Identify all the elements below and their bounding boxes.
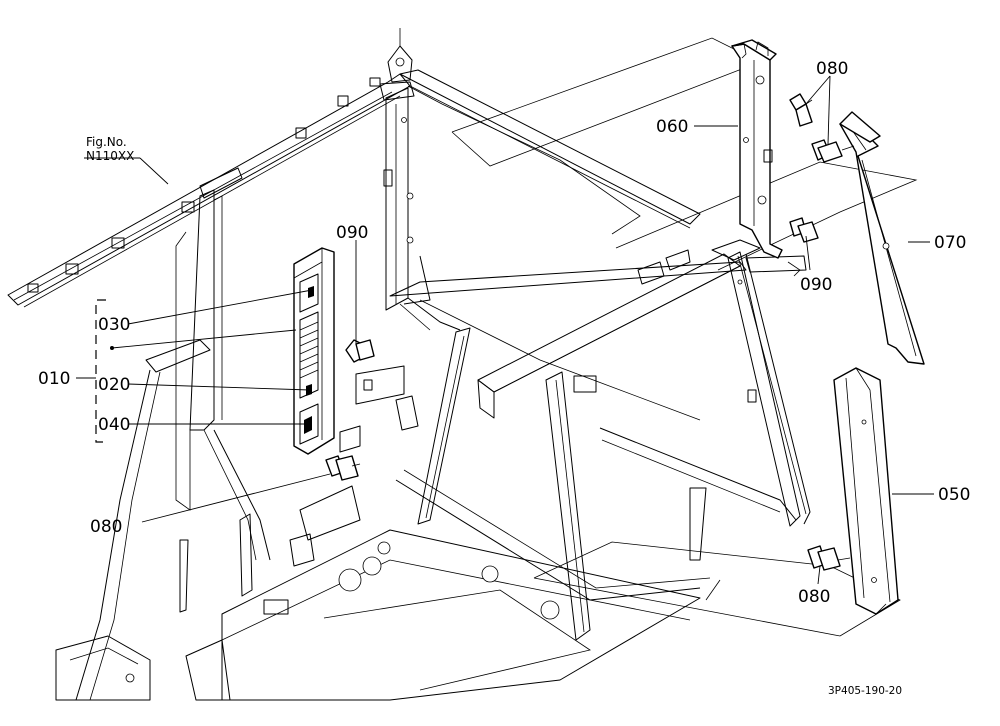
door-frame-and-floor	[185, 327, 797, 701]
figure-ref-line2: N110XX	[86, 149, 134, 163]
group-bracket-010	[95, 299, 106, 443]
part-070-garnish	[839, 111, 925, 365]
callout-080-top: 080	[816, 59, 848, 79]
callout-050: 050	[938, 485, 970, 505]
rear-center-pillar	[379, 81, 461, 331]
bolt-090-center	[345, 339, 375, 363]
callout-090-right: 090	[800, 275, 832, 295]
callout-080-bottom: 080	[798, 587, 830, 607]
part-050-garnish	[833, 367, 899, 615]
bolt-090-right	[789, 217, 819, 243]
callout-040: 040	[98, 415, 130, 435]
callout-090-center: 090	[336, 223, 368, 243]
part-060-garnish	[731, 39, 783, 259]
leader-lines	[84, 75, 934, 585]
figure-ref-line1: Fig.No.	[86, 135, 127, 149]
part-010-pillar-garnish	[293, 247, 335, 455]
drawing-code: 3P405-190-20	[828, 685, 902, 697]
rear-right-frame	[389, 239, 811, 527]
callout-080-left: 080	[90, 517, 122, 537]
bolt-080-top-a	[789, 93, 813, 127]
bolt-080-left	[325, 455, 361, 481]
inner-brackets	[339, 249, 807, 453]
callout-070: 070	[934, 233, 966, 253]
callout-020: 020	[98, 375, 130, 395]
callout-060: 060	[656, 117, 688, 137]
left-front-pillar	[55, 167, 271, 701]
bolt-080-bottom	[807, 545, 851, 571]
callout-010: 010	[38, 369, 70, 389]
roof-frame	[7, 28, 701, 308]
callout-030: 030	[98, 315, 130, 335]
bolt-080-top-b	[811, 139, 855, 163]
